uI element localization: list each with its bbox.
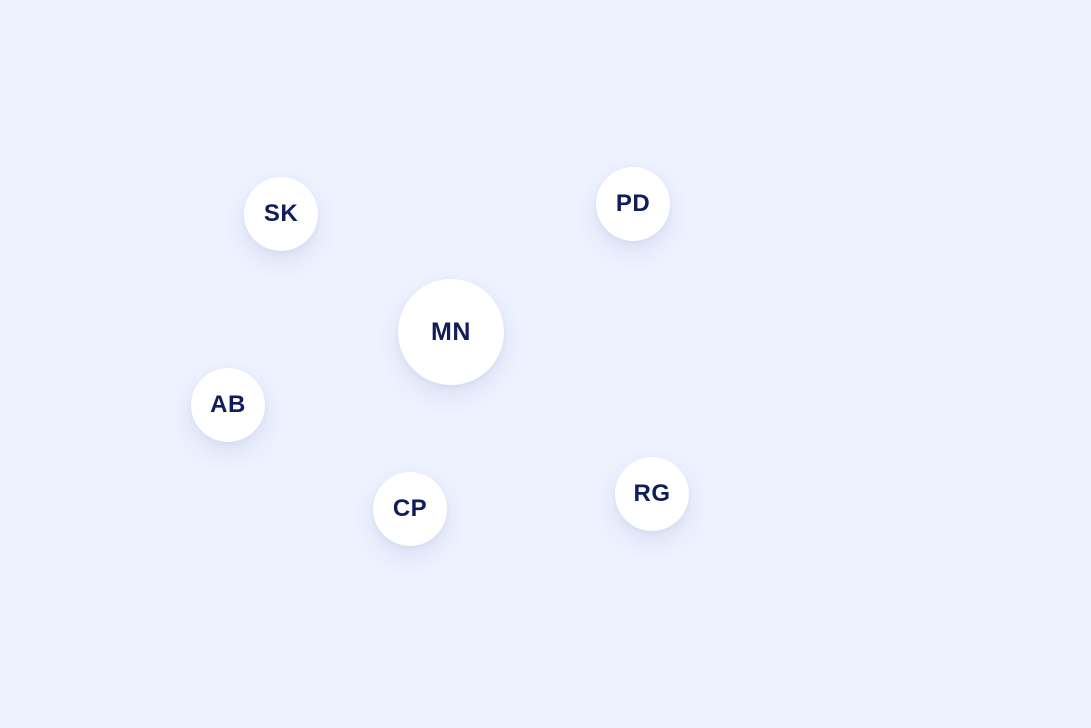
avatar-initials: PD [615, 190, 651, 217]
avatar-mn-center[interactable]: MN [398, 279, 504, 385]
avatar-rg[interactable]: RG [615, 457, 689, 531]
avatar-initials: CP [392, 495, 428, 522]
avatar-cp[interactable]: CP [373, 472, 447, 546]
avatar-sk[interactable]: SK [244, 177, 318, 251]
avatar-initials: AB [210, 391, 246, 418]
avatar-initials: MN [431, 317, 471, 346]
avatar-pd[interactable]: PD [596, 167, 670, 241]
avatar-initials: SK [263, 200, 299, 227]
avatar-initials: RG [633, 480, 671, 507]
avatar-ab[interactable]: AB [191, 368, 265, 442]
